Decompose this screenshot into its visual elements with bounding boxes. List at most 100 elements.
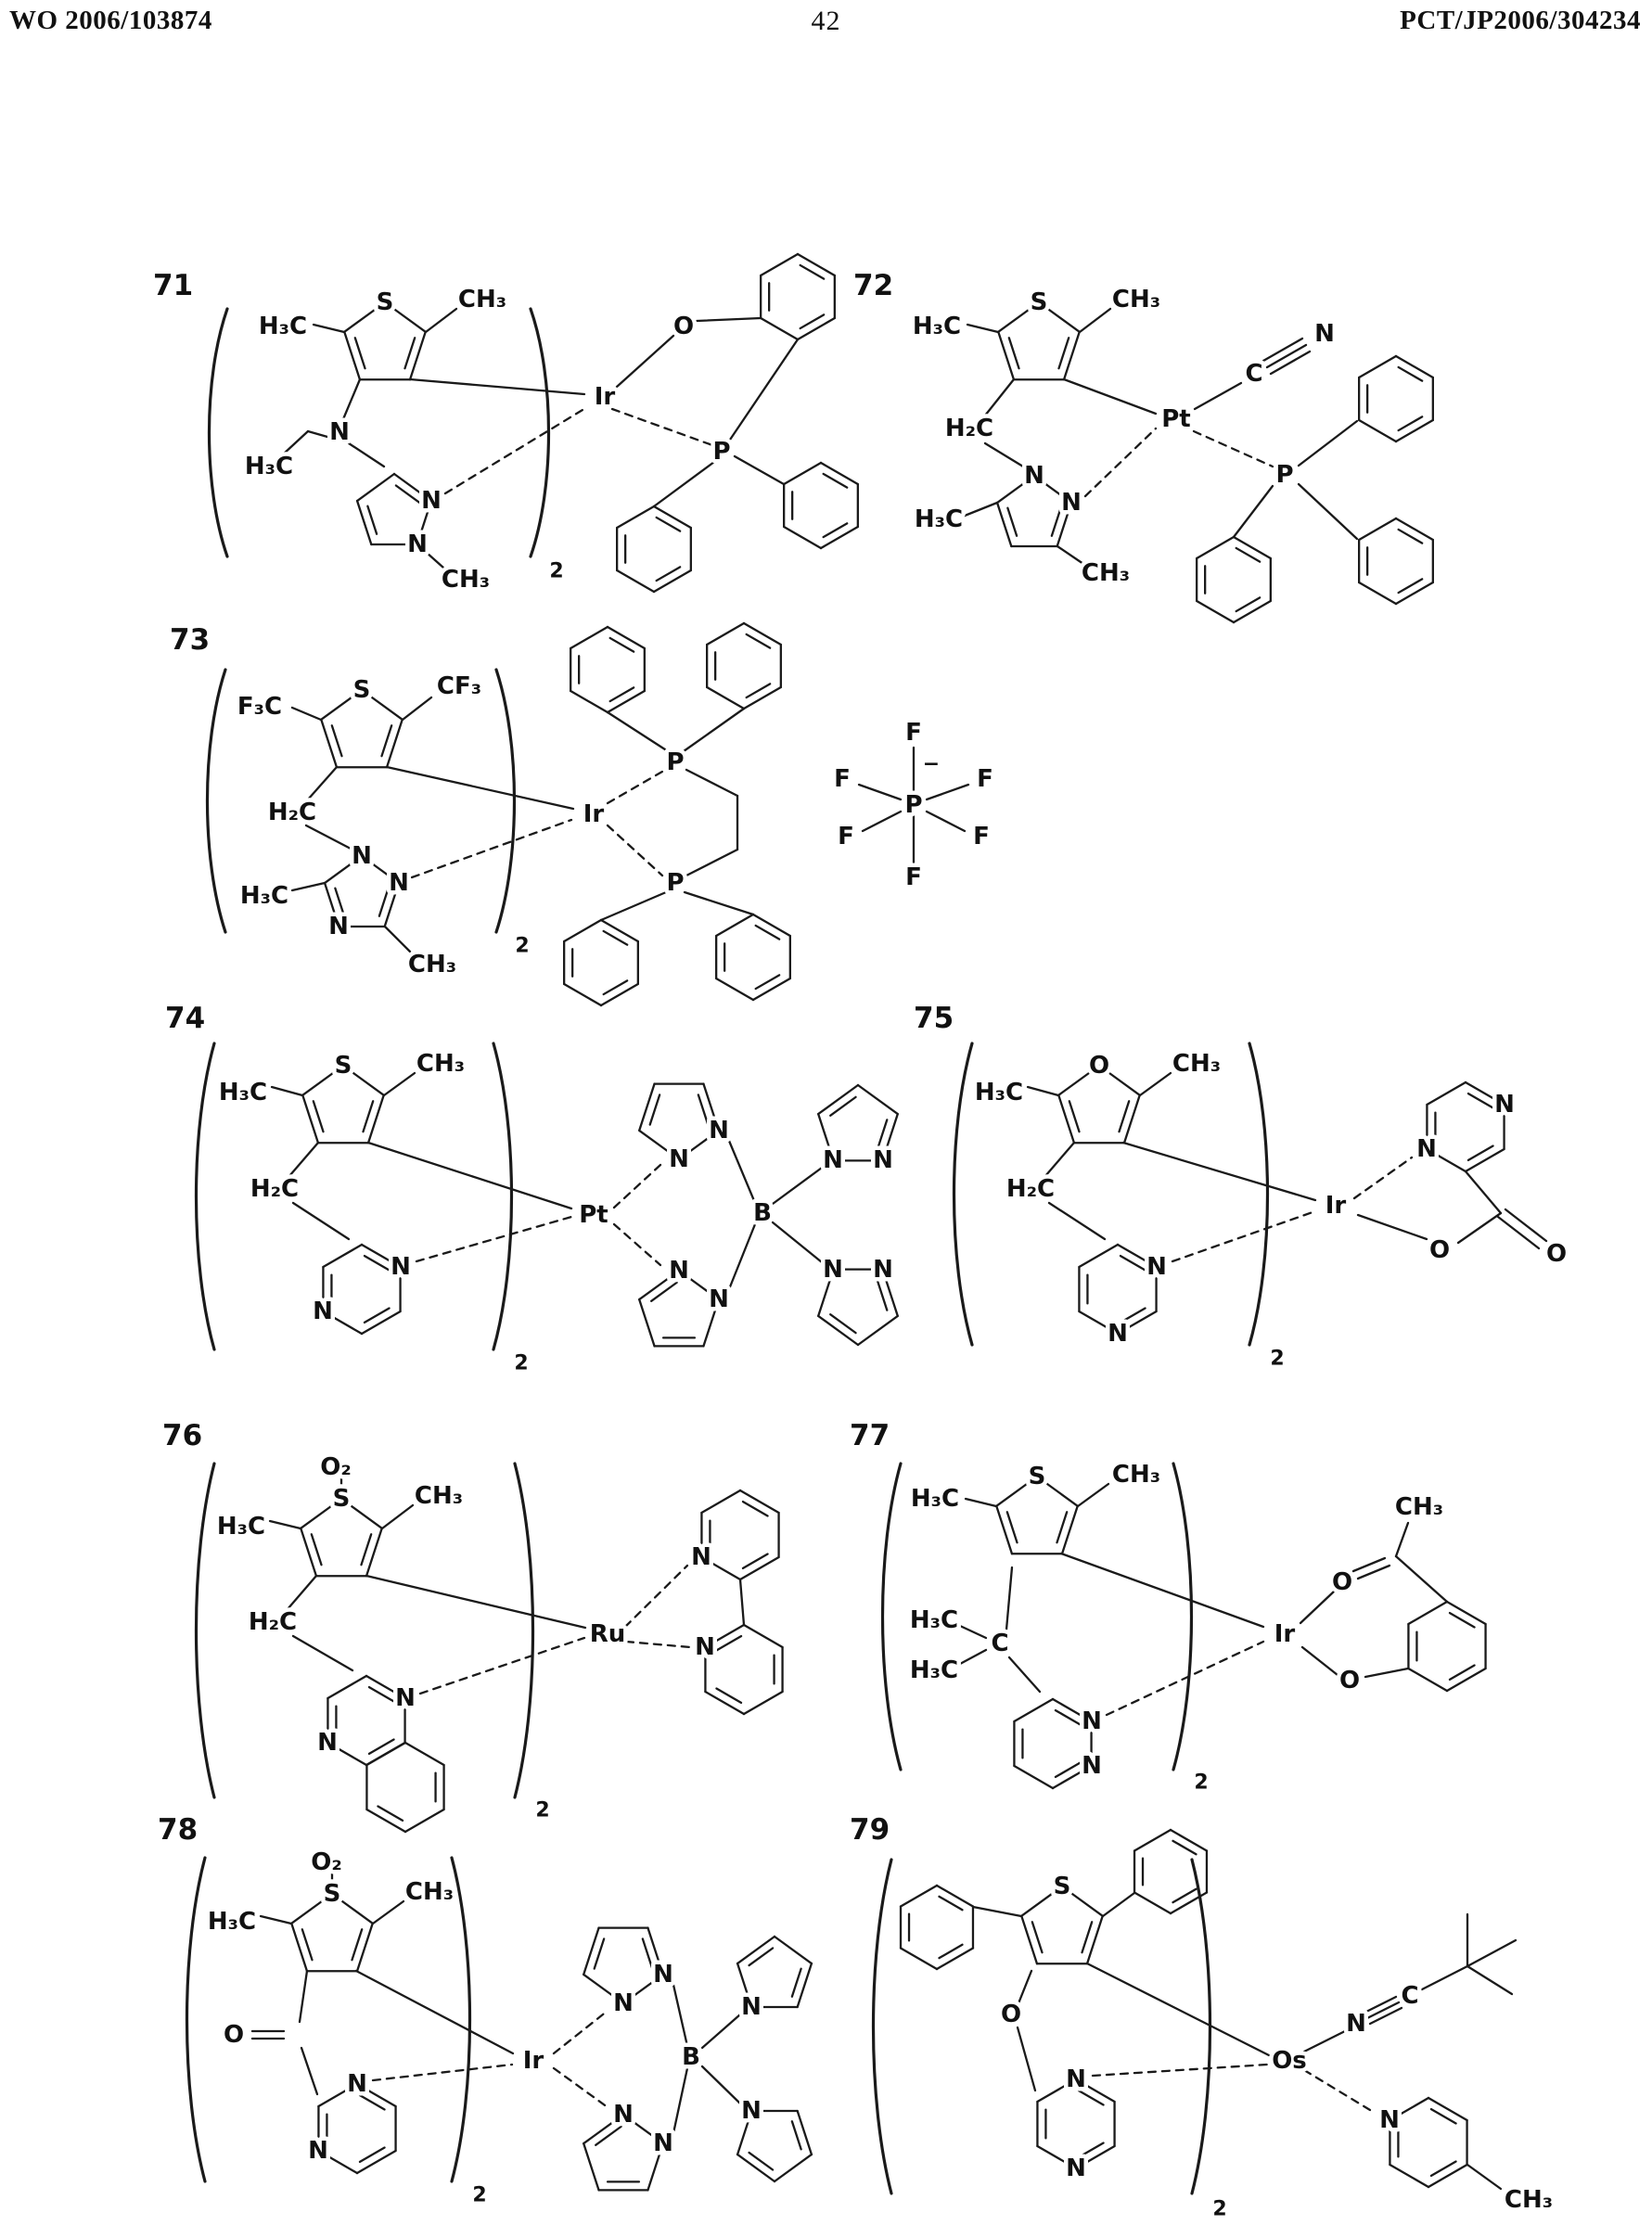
atom-label: N [873, 1146, 893, 1174]
bond [1496, 1215, 1541, 1250]
ring-bond [647, 1926, 664, 1976]
bond [1466, 1938, 1518, 1968]
atom-label: H₂C [250, 1175, 299, 1203]
ring-bond [606, 689, 646, 714]
bond [1356, 1564, 1391, 1580]
double-bond [655, 516, 682, 532]
atom-label: N [709, 1285, 729, 1313]
bond [382, 1071, 416, 1097]
bond [365, 1574, 587, 1630]
ring-bond [366, 1093, 385, 1144]
ring-bond [819, 461, 859, 486]
atom-label: F [905, 863, 922, 891]
ring-bond [995, 1504, 1014, 1555]
atom-label: O₂ [320, 1453, 352, 1481]
ring-bond [300, 1497, 343, 1529]
atom-label: S [1054, 1873, 1071, 1900]
ring-bond [1196, 535, 1236, 560]
ring-bond [995, 474, 1036, 505]
ring-bond [760, 252, 800, 277]
ring-bond [1013, 1697, 1055, 1723]
ring-bond [1407, 1667, 1449, 1693]
atom-label: H₃C [913, 313, 961, 340]
ring-bond [736, 2109, 753, 2156]
atom-label: N [669, 1145, 689, 1173]
ring-bond [638, 1129, 681, 1161]
ring-bond [1060, 1885, 1104, 1917]
bond [727, 1222, 757, 1291]
ring-bond [899, 1884, 939, 1908]
bond [599, 890, 668, 922]
ring-bond [1074, 2078, 1116, 2104]
bond [1394, 1521, 1410, 1558]
atom-label: N [741, 2097, 762, 2125]
ring-bond [704, 1623, 746, 1649]
subscript: 2 [514, 1352, 528, 1375]
bond [304, 824, 352, 850]
double-bond [641, 1937, 654, 1970]
double-bond [1119, 1307, 1146, 1324]
ring-bond [383, 881, 401, 928]
ring-bond [1394, 581, 1434, 606]
atom-label: N [329, 418, 350, 446]
subscript: 2 [535, 1799, 549, 1822]
atom-label: C [1245, 360, 1262, 388]
ring-bond [677, 1129, 720, 1161]
atom-label: O [673, 313, 694, 340]
ring-bond [1394, 418, 1434, 443]
structure-number: 75 [914, 1002, 954, 1035]
double-bond [1050, 506, 1062, 537]
bond [270, 1085, 304, 1097]
bracket [492, 1042, 514, 1351]
bond [401, 696, 433, 722]
bond [1364, 1667, 1410, 1679]
subscript: 2 [515, 935, 529, 958]
ring-bond [652, 505, 692, 530]
ring-bond [1389, 2096, 1430, 2122]
atom-label: N [873, 1256, 893, 1284]
bond [685, 768, 739, 798]
bond [1368, 2006, 1403, 2026]
bond [861, 810, 903, 833]
coordination-bond [612, 1163, 662, 1209]
ring-bond [599, 982, 639, 1007]
structure-number: 79 [850, 1813, 890, 1847]
double-bond [378, 887, 390, 917]
atom-label: P [666, 869, 684, 897]
bond [963, 501, 999, 518]
double-bond [358, 2146, 386, 2164]
double-bond [1118, 1100, 1131, 1133]
bracket [194, 1042, 216, 1351]
double-bond [1235, 596, 1261, 613]
bond [424, 307, 458, 334]
bond [298, 1969, 309, 2024]
ring-bond [773, 2153, 813, 2183]
ring-bond [1078, 1310, 1120, 1336]
bond [983, 377, 1016, 417]
ring-bond [1464, 1081, 1505, 1106]
double-bond [829, 1313, 857, 1335]
ring-bond [1078, 1243, 1120, 1269]
double-bond [1429, 2107, 1457, 2125]
double-bond [1448, 1611, 1476, 1629]
ring-bond [935, 1884, 975, 1908]
ring-bond [1394, 517, 1434, 542]
bracket [1172, 1462, 1194, 1771]
coordination-bond [606, 770, 664, 805]
double-bond [1077, 2089, 1105, 2106]
atom-label: S [377, 288, 394, 316]
double-bond [1235, 546, 1261, 563]
ring-bond [355, 2082, 397, 2108]
ring-bond [1427, 2163, 1468, 2189]
bracket [880, 1462, 903, 1771]
bond [1193, 381, 1243, 411]
bond [1466, 1964, 1514, 1996]
atom-label: H₃C [240, 882, 288, 910]
ring-bond [583, 2113, 625, 2145]
ring-bond [1051, 1697, 1093, 1723]
ring-bond [323, 881, 340, 928]
double-bond [754, 974, 781, 991]
